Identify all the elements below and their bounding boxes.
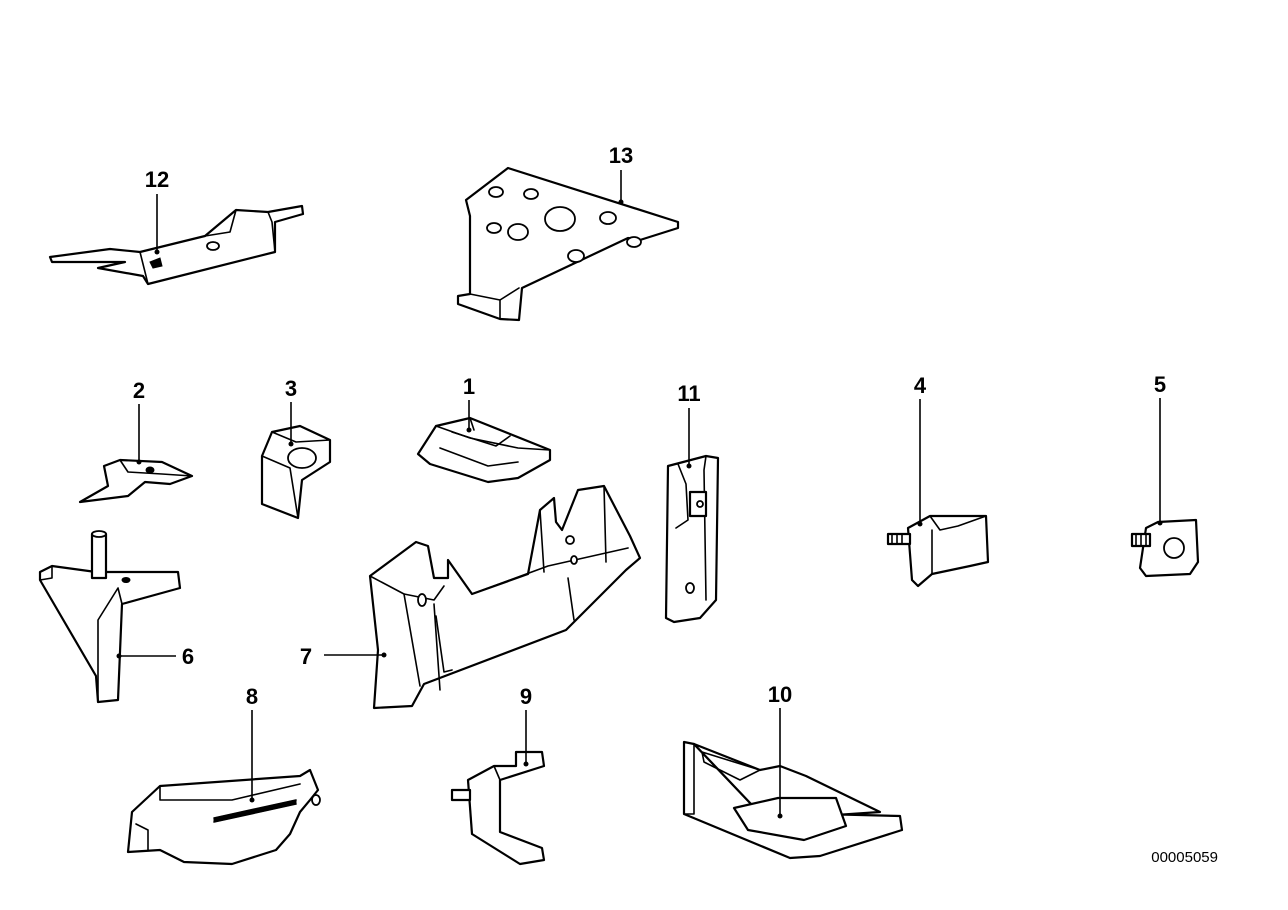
part-2-bracket[interactable]: 2	[78, 378, 194, 504]
part-13-plate[interactable]: 13	[456, 143, 680, 322]
callout-2: 2	[133, 378, 145, 403]
part-10-plate[interactable]: 10	[682, 682, 904, 860]
part-4-clamp[interactable]: 4	[886, 373, 990, 588]
callout-10: 10	[768, 682, 792, 707]
part-6-bracket[interactable]: 6	[38, 530, 194, 704]
part-1-clip[interactable]: 1	[416, 374, 552, 484]
part-12-bracket[interactable]: 12	[48, 167, 305, 286]
callout-9: 9	[520, 684, 532, 709]
callout-3: 3	[285, 376, 297, 401]
part-11-bracket[interactable]: 11	[664, 381, 720, 624]
callout-11: 11	[677, 381, 700, 406]
callout-12: 12	[145, 167, 169, 192]
part-9-bracket[interactable]: 9	[450, 684, 546, 866]
part-5-clip-nut[interactable]: 5	[1130, 372, 1200, 578]
callout-4: 4	[914, 373, 927, 398]
part-7-support[interactable]: 7	[300, 484, 642, 710]
part-3-bracket[interactable]: 3	[260, 376, 332, 520]
callout-6: 6	[182, 644, 194, 669]
part-8-bracket[interactable]: 8	[126, 684, 321, 866]
diagram-reference-number: 00005059	[1151, 849, 1218, 866]
callout-13: 13	[609, 143, 633, 168]
callout-7: 7	[300, 644, 312, 669]
callout-5: 5	[1154, 372, 1166, 397]
callout-8: 8	[246, 684, 258, 709]
callout-1: 1	[463, 374, 475, 399]
